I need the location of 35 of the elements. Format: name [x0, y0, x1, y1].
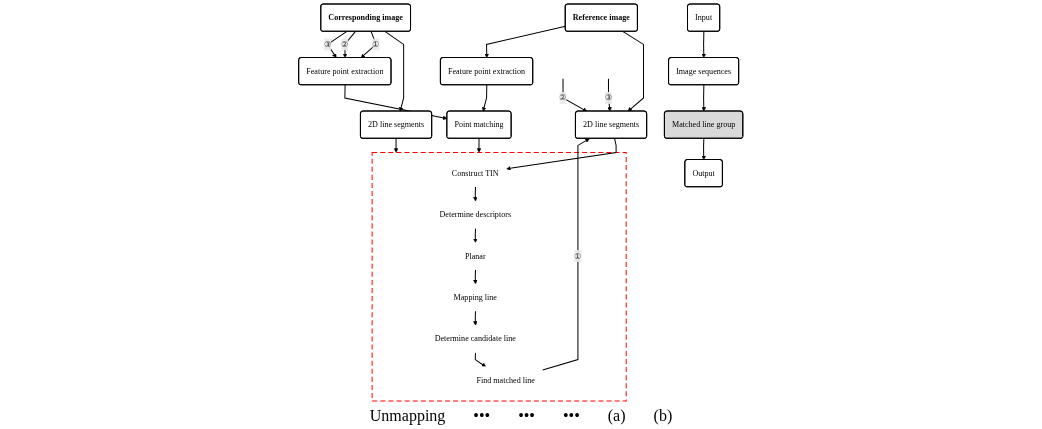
cluster — [371, 152, 627, 402]
node-text: Determine candidate line — [434, 334, 517, 343]
node-text: Planar — [465, 251, 486, 261]
arrow — [701, 31, 707, 58]
arrow — [542, 138, 590, 371]
arrow — [473, 310, 478, 326]
edge-label: ② — [559, 93, 567, 103]
node-text: Construct TIN — [452, 168, 499, 178]
arrow — [475, 352, 487, 368]
note-text: (a) — [607, 407, 626, 425]
arrow — [701, 138, 707, 161]
note-text: (b) — [653, 407, 673, 425]
arrow — [477, 137, 482, 153]
arrow — [506, 138, 617, 171]
node-text: Determine descriptors — [439, 210, 512, 219]
arrow — [473, 269, 478, 285]
edge-label: ② — [341, 39, 349, 49]
arrow — [344, 84, 448, 120]
note-text: ••• — [473, 407, 491, 425]
note-text: ••• — [518, 407, 535, 425]
node-text: Find matched line — [476, 375, 536, 385]
arrow — [473, 186, 478, 202]
edge-label: ③ — [605, 93, 613, 103]
arrow — [701, 84, 707, 112]
arrow — [482, 84, 488, 112]
edge-label: ③ — [324, 39, 332, 49]
edge-label: ① — [372, 39, 380, 49]
note-text: ••• — [562, 407, 580, 425]
note-text: Unmapping — [369, 407, 446, 425]
edge-label: ① — [574, 251, 582, 261]
node-text: Mapping line — [453, 292, 498, 302]
arrow — [473, 228, 478, 243]
arrow — [385, 31, 405, 112]
arrow — [394, 137, 399, 153]
arrow — [622, 31, 645, 112]
